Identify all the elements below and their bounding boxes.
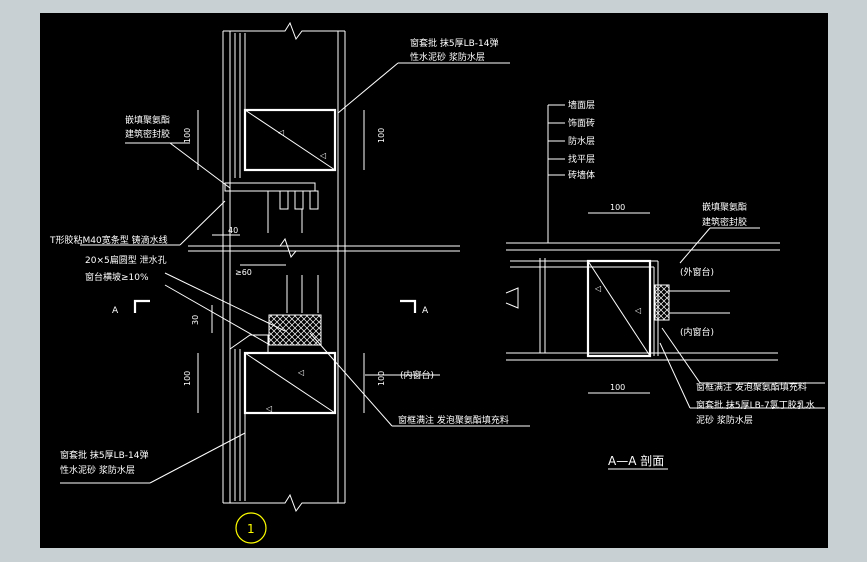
inner-sill-right-label: (内窗台): [680, 326, 714, 338]
top-right-note-line-2: 性水泥砂 浆防水层: [410, 51, 485, 63]
svg-text:◁: ◁: [297, 368, 304, 377]
layer-4-label: 找平层: [568, 153, 595, 165]
dim-40: 40: [228, 226, 238, 235]
layer-3-label: 防水层: [568, 135, 595, 147]
dim-100-section-bot: 100: [610, 383, 625, 392]
bottom-left-note-line-1: 窗套批 抹5厚LB-14弹: [60, 449, 148, 461]
foam-fill-right-label: 窗框满注 发泡聚氨酯填充料: [696, 381, 807, 393]
svg-text:◁: ◁: [634, 306, 641, 315]
layer-1-label: 墙面层: [568, 99, 595, 111]
section-arrow-left: [133, 299, 150, 313]
inner-sill-left-label: (内窗台): [400, 369, 434, 381]
seal-left-line-2: 建筑密封胶: [125, 128, 170, 140]
section-mark-right: A: [422, 306, 429, 316]
foam-fill-left: [268, 314, 322, 346]
svg-text:◁: ◁: [277, 128, 284, 137]
layer-2-label: 饰面砖: [568, 117, 595, 129]
section-arrow-right: [400, 299, 417, 313]
right-note-line-2: 泥砂 浆防水层: [696, 414, 753, 426]
outer-sill-label: (外窗台): [680, 266, 714, 278]
dim-100-section-top: 100: [610, 203, 625, 212]
dim-100-right-bot: 100: [377, 371, 386, 386]
sill-slope-label: 窗台横坡≥10%: [85, 271, 149, 283]
seal-right-line-1: 嵌填聚氨酯: [702, 201, 747, 213]
dim-100-left-bot: 100: [183, 371, 192, 386]
dim-60: ≥60: [235, 268, 252, 277]
right-aa-section: ◁ ◁: [505, 104, 825, 470]
leader-lines-left: [60, 62, 530, 484]
top-right-note-line-1: 窗套批 抹5厚LB-14弹: [410, 37, 498, 49]
dim-100-left-top: 100: [183, 128, 192, 143]
dim-100-right-top: 100: [377, 128, 386, 143]
foam-fill-left-label: 窗框满注 发泡聚氨酯填充料: [398, 414, 509, 426]
section-title: A—A 剖面: [608, 454, 664, 468]
bottom-left-note-line-2: 性水泥砂 浆防水层: [60, 464, 135, 476]
layer-5-label: 砖墙体: [568, 169, 595, 181]
svg-text:◁: ◁: [594, 284, 601, 293]
cad-drawing-canvas: ◁ ◁ ◁ ◁: [40, 13, 828, 548]
dim-30: 30: [191, 315, 200, 325]
window-sill-detail-drawing: ◁ ◁ ◁ ◁: [49, 21, 825, 544]
detail-number: 1: [247, 522, 255, 536]
svg-text:◁: ◁: [319, 151, 326, 160]
left-vertical-section: ◁ ◁ ◁ ◁: [188, 21, 460, 513]
drip-groove-label: T形胶粘M40宽条型 铸滴水线: [49, 234, 168, 246]
right-note-line-1: 窗套批 抹5厚LB-7氯丁胶乳水: [696, 399, 815, 411]
seal-right-line-2: 建筑密封胶: [702, 216, 747, 228]
svg-text:◁: ◁: [265, 404, 272, 413]
drain-hole-label: 20×5扁圆型 泄水孔: [85, 254, 167, 266]
seal-left-line-1: 嵌填聚氨酯: [125, 114, 170, 126]
detail-number-circle: [235, 512, 267, 544]
section-mark-left: A: [112, 306, 119, 316]
